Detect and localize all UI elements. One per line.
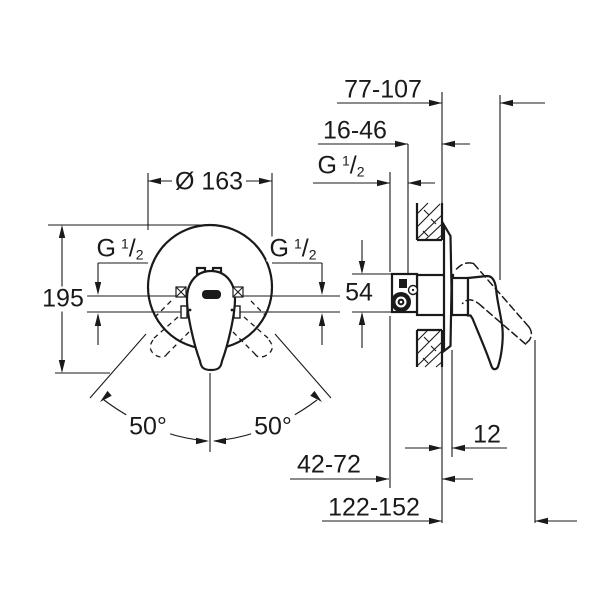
reference-lines	[48, 224, 213, 374]
dim-label-angle-right: 50°	[251, 414, 295, 440]
thread-denominator: 2	[356, 163, 365, 180]
thread-prefix: G	[269, 234, 289, 263]
thread-numerator: 1	[120, 235, 129, 252]
fixing-screw-left	[175, 286, 187, 298]
thread-denominator: 2	[135, 246, 144, 263]
dim-label-outlet-to-wall: 42-72	[294, 452, 364, 478]
thread-denominator: 2	[308, 246, 317, 263]
dimension-lines	[290, 102, 577, 522]
wall-section-edges	[415, 203, 444, 367]
thread-prefix: G	[317, 151, 337, 180]
front-view-geometry	[48, 173, 340, 452]
escutcheon-side-profile	[442, 220, 453, 354]
side-view-geometry	[290, 92, 577, 523]
dim-label-height: 195	[39, 286, 87, 312]
lever-handle-side	[466, 274, 504, 371]
thread-slash: /	[301, 234, 309, 263]
thread-slash: /	[128, 234, 136, 263]
angle-boundary-lines	[89, 333, 332, 399]
dim-label-outlet-to-center: 54	[342, 280, 376, 306]
valve-screw-block	[399, 279, 407, 288]
extension-lines	[389, 92, 536, 523]
wall-hatch-upper	[416, 202, 443, 241]
lever-rotated-dashes	[155, 300, 267, 317]
thread-pointer-left	[97, 262, 148, 345]
cartridge-cap	[450, 276, 470, 317]
thread-prefix: G	[96, 234, 116, 263]
dim-label-total-projection: 122-152	[325, 495, 423, 521]
lever-indicator	[202, 290, 221, 299]
thread-slash: /	[349, 151, 357, 180]
thread-numerator: 1	[341, 152, 350, 169]
dimension-arrowheads	[58, 99, 548, 525]
dim-label-handle-projection: 77-107	[341, 77, 425, 103]
valve-union-nut	[391, 292, 411, 312]
lever-handle-front	[185, 269, 237, 372]
pivot-dot-right	[230, 308, 234, 312]
fixing-screw-right	[232, 286, 244, 298]
valve-small-port	[407, 284, 419, 296]
lever-handle-open-dashed	[455, 262, 533, 345]
wall-hatch-lower	[416, 329, 443, 368]
dim-label-installation-depth: 16-46	[320, 118, 390, 144]
dim-label-escutcheon-thickness: 12	[470, 422, 504, 448]
lever-side-tab-left	[180, 305, 188, 319]
pivot-dot-left	[188, 308, 192, 312]
dim-label-angle-left: 50°	[126, 414, 170, 440]
thread-numerator: 1	[293, 235, 302, 252]
thread-pointer-right	[272, 262, 323, 345]
dim-label-diameter: Ø 163	[171, 169, 247, 195]
lever-rotated-outline	[149, 316, 273, 358]
